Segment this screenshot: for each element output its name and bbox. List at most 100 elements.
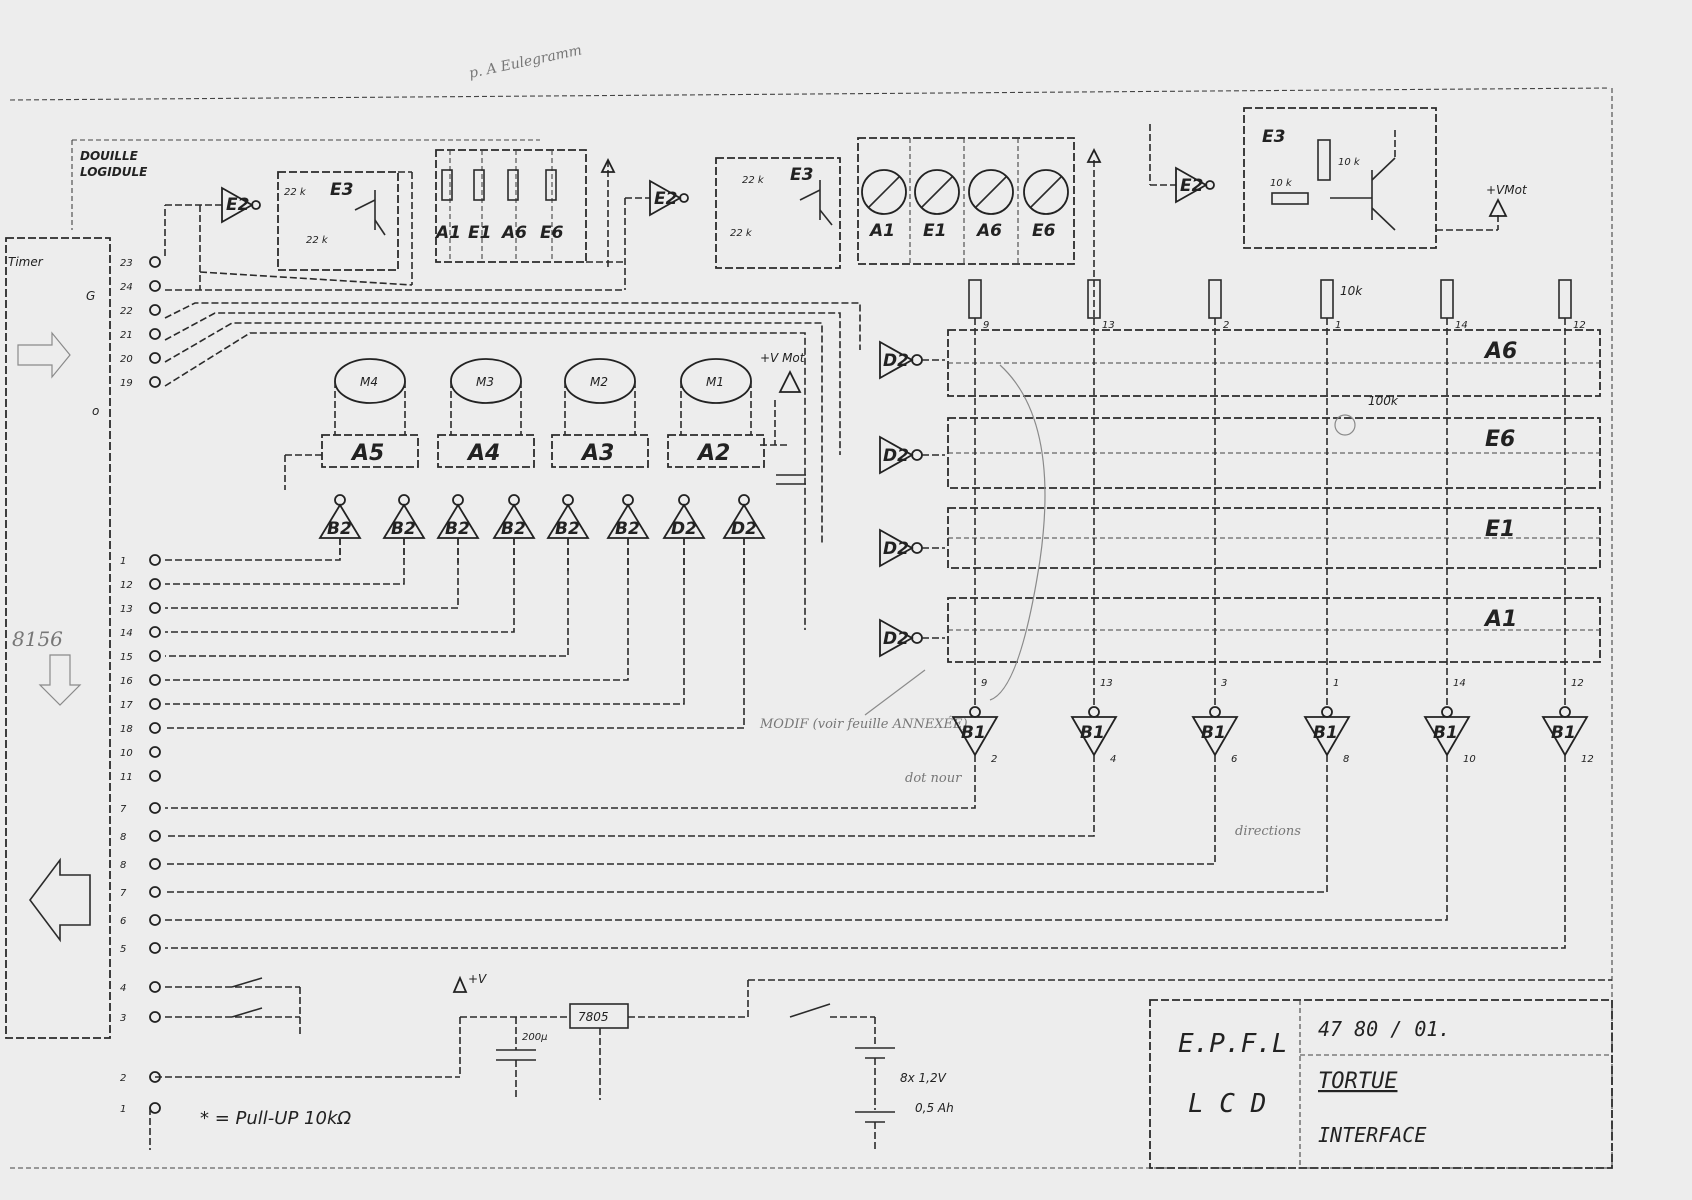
motor-label: M4 [360, 375, 378, 389]
regulator-7805 [569, 1003, 629, 1029]
vmot-top: +VMot [1486, 183, 1528, 197]
g-label: G [86, 289, 95, 303]
lamp-icon [1023, 169, 1069, 215]
driver-label: A2 [696, 441, 730, 466]
pin-number: 23 [120, 258, 133, 269]
title-number: 47 80 / 01. [1318, 1017, 1450, 1041]
lamp-icon [968, 169, 1014, 215]
b1-output-pin: 4 [1110, 754, 1116, 765]
opto-block-top: E2 E3 10 k 10 k +VMot [1149, 107, 1528, 249]
motor-label: M2 [590, 375, 608, 389]
b1-gate-label: B1 [1080, 723, 1105, 743]
motor-label: M1 [706, 375, 724, 389]
pin-number: 8 [120, 832, 126, 843]
pin-terminal [149, 376, 161, 388]
resistor-pin: 2 [1223, 320, 1229, 331]
pullup-note: * = Pull-UP 10kΩ [200, 1108, 351, 1129]
e3-top-label: E3 [1262, 127, 1285, 147]
pin-terminal [149, 674, 161, 686]
pc-arrow-icon [17, 331, 71, 379]
matrix-row-label: E6 [1485, 427, 1515, 452]
vplus-label: +V [468, 972, 487, 986]
driver-label: A3 [580, 441, 614, 466]
r22k-a: 22 k [284, 187, 307, 198]
driver-box [437, 434, 535, 468]
pin-terminal [149, 554, 161, 566]
pin-terminal [149, 602, 161, 614]
connector-label-2: LOGIDULE [80, 165, 148, 179]
chip-8156-body [5, 237, 111, 1039]
pullup-resistor [1440, 279, 1454, 319]
connector-label-1: DOUILLE [80, 149, 139, 163]
pullup-resistor [1208, 279, 1222, 319]
motor-label: M3 [476, 375, 494, 389]
left-arrow-icon [29, 857, 91, 943]
pin-number: 18 [120, 724, 133, 735]
power-section: +V 7805 200μ 8x 1,2V 0,5 Ah * = Pull-UP … [149, 972, 1612, 1150]
resistor-pin: 1 [1335, 320, 1341, 331]
b1-gate [1191, 716, 1239, 757]
title-dept: L C D [1188, 1089, 1266, 1119]
side-o-label: o [92, 404, 99, 418]
pin-terminal [149, 328, 161, 340]
resistor-pin: 9 [983, 320, 989, 331]
b2-gate-label: B2 [501, 519, 526, 539]
pin-terminal [149, 1011, 161, 1023]
opto-block-left: E2 E3 22 k 22 k [164, 171, 413, 290]
e3-left-label: E3 [330, 180, 353, 200]
title-name: TORTUE [1318, 1069, 1398, 1094]
b1-gate [1541, 716, 1589, 757]
pin-terminal [149, 698, 161, 710]
r22k-b: 22 k [306, 235, 329, 246]
pin-terminal [149, 280, 161, 292]
lamp-pair-label: A6 [500, 223, 527, 243]
pin-number: 13 [120, 604, 133, 615]
return-bus [165, 755, 1566, 949]
b2-gate-label: B2 [391, 519, 416, 539]
matrix-row-label: E1 [1485, 517, 1515, 542]
matrix-row-label: A1 [1483, 607, 1517, 632]
e3-left-box [277, 171, 399, 271]
pin-number: 19 [120, 378, 133, 389]
lamp-pair-label: E1 [468, 223, 491, 243]
pencil-curve [989, 364, 1046, 701]
pin-terminal [149, 650, 161, 662]
r22k-c: 22 k [742, 175, 765, 186]
pin-number: 14 [120, 628, 133, 639]
sheet-border [9, 87, 1613, 1169]
pin-number: 12 [120, 580, 133, 591]
b1-output-pin: 6 [1231, 754, 1237, 765]
b1-input-pin: 12 [1571, 678, 1584, 689]
pin-number: 2 [120, 1073, 126, 1084]
pin-terminal [149, 1102, 161, 1114]
matrix-row-label: A6 [1483, 339, 1517, 364]
pin-number: 10 [120, 748, 133, 759]
pin-number: 16 [120, 676, 133, 687]
e3-top-box [1243, 107, 1437, 249]
title-org: E.P.F.L [1178, 1029, 1288, 1059]
r10k-label: 10k [1340, 284, 1363, 298]
pin-number: 3 [120, 1013, 126, 1024]
pin-number: 24 [120, 282, 133, 293]
b1-gate-label: B1 [961, 723, 986, 743]
lamp-label: A6 [975, 221, 1002, 241]
e2-gate-top [1175, 166, 1208, 204]
driver-label: A4 [466, 441, 500, 466]
b2-gate-label: D2 [731, 519, 757, 539]
port-pins: 2324222120191121314151617181011788765432… [120, 256, 161, 1115]
d2-gate [879, 618, 914, 658]
pin-number: 6 [120, 916, 126, 927]
d2-gate-label: D2 [883, 446, 909, 466]
e2-left-label: E2 [226, 195, 249, 215]
b1-output-pin: 10 [1463, 754, 1476, 765]
lamp-icon [861, 169, 907, 215]
b1-input-pin: 13 [1100, 678, 1113, 689]
pin-number: 1 [120, 556, 126, 567]
driver-box [667, 434, 765, 468]
